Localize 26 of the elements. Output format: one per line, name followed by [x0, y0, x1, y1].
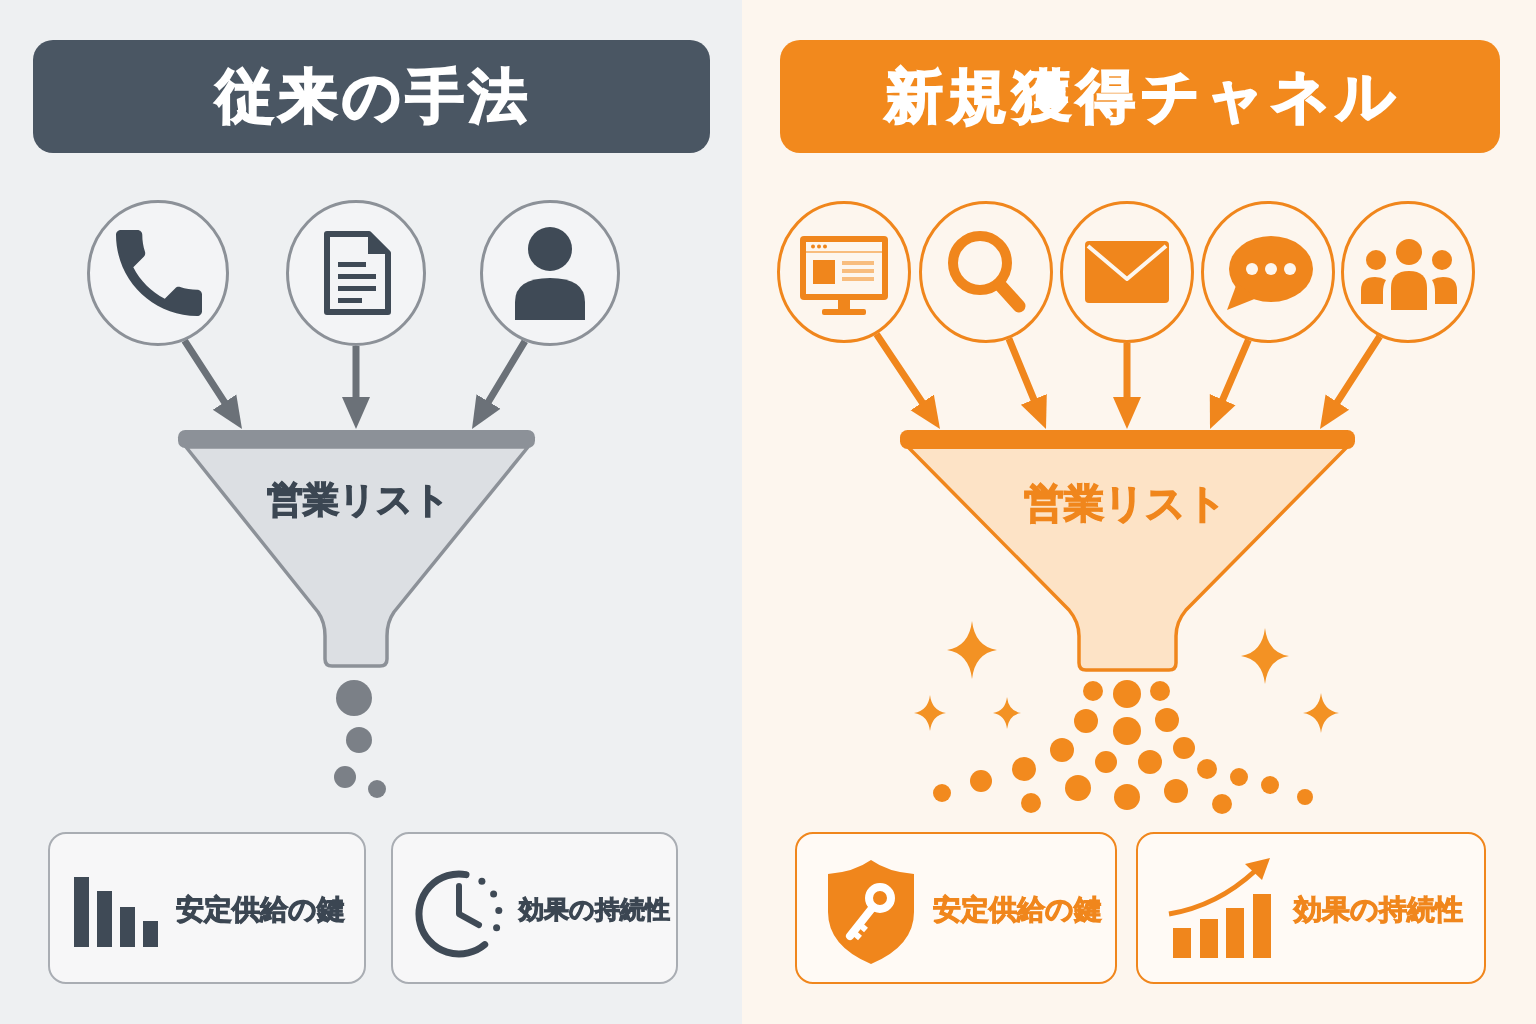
icon-circle: [87, 200, 229, 346]
arrow: [1317, 334, 1383, 431]
card-label: 安定供給の鍵: [933, 893, 1102, 927]
arrow: [1113, 343, 1141, 429]
card-label: 効果の持続性: [1294, 893, 1463, 927]
funnel-label: 営業リスト: [266, 479, 450, 521]
icon-circle: [480, 200, 620, 346]
feature-card: [48, 832, 366, 984]
feature-card: [1136, 832, 1486, 984]
arrow: [342, 346, 370, 429]
icon-circle: [919, 201, 1053, 343]
icon-circle: [286, 200, 426, 346]
heading-banner: 従来の手法: [33, 40, 710, 153]
heading-banner: 新規獲得チャネル: [780, 40, 1500, 153]
feature-card: [795, 832, 1117, 984]
icon-circle: [777, 201, 911, 343]
card-label: 安定供給の鍵: [176, 893, 345, 927]
feature-card: [391, 832, 678, 984]
arrow: [469, 339, 528, 431]
icon-circle: [1201, 201, 1335, 343]
arrow: [873, 332, 943, 431]
icon-circle: [1341, 201, 1475, 343]
icon-circle: [1060, 201, 1194, 343]
funnel-label: 営業リスト: [1023, 480, 1227, 526]
arrow: [1005, 337, 1050, 431]
card-label: 効果の持続性: [519, 895, 670, 925]
